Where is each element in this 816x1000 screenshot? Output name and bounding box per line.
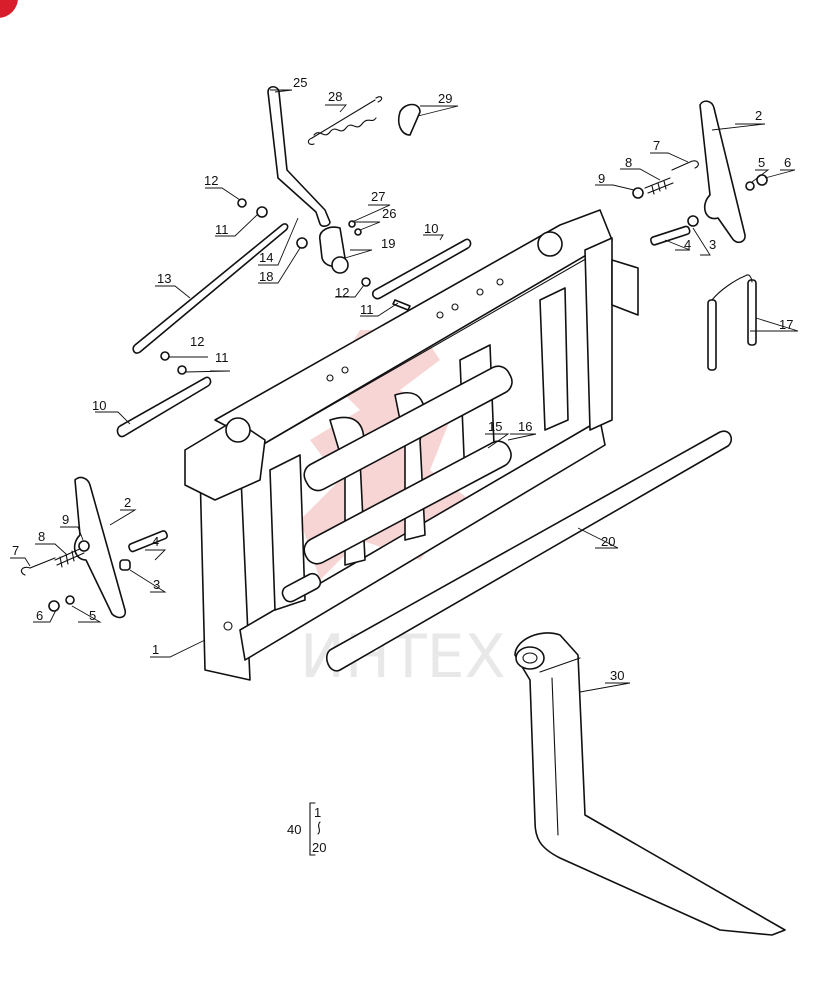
part-19-bracket (296, 220, 362, 274)
callout-2: 2 (755, 108, 762, 123)
callout-17: 17 (779, 317, 793, 332)
callout-26: 26 (382, 206, 396, 221)
callout-5: 5 (758, 155, 765, 170)
callout-10: 10 (92, 398, 106, 413)
callout-2: 2 (124, 495, 131, 510)
callout-labels: 1 2 2 3 3 4 4 5 5 6 6 7 7 8 8 9 9 10 10 … (12, 75, 793, 855)
callout-11: 11 (215, 350, 229, 365)
callout-16: 16 (518, 419, 532, 434)
callout-30: 30 (610, 668, 624, 683)
callout-7: 7 (653, 138, 660, 153)
callout-12: 12 (335, 285, 349, 300)
callout-4: 4 (684, 237, 691, 252)
leader-lines (10, 89, 799, 693)
callout-5: 5 (89, 608, 96, 623)
callout-20: 20 (601, 534, 615, 549)
callout-3: 3 (709, 237, 716, 252)
callout-25: 25 (293, 75, 307, 90)
left-hook-assembly (20, 476, 168, 619)
callout-12: 12 (204, 173, 218, 188)
callout-29: 29 (438, 91, 452, 106)
part-13-bar (132, 198, 289, 354)
callout-11: 11 (215, 222, 229, 237)
callout-13: 13 (157, 271, 171, 286)
callout-8: 8 (625, 155, 632, 170)
callout-9: 9 (598, 171, 605, 186)
callout-10: 10 (424, 221, 438, 236)
callout-27: 27 (371, 189, 385, 204)
corner-badge (0, 0, 18, 18)
callout-11: 11 (360, 302, 374, 317)
callout-3: 3 (153, 577, 160, 592)
right-hook-assembly (632, 100, 768, 246)
callout-15: 15 (488, 419, 502, 434)
part-17-pins (707, 274, 757, 371)
part-10-pins (116, 238, 472, 438)
kit-range-start: 1 (314, 805, 321, 820)
callout-9: 9 (62, 512, 69, 527)
part-20-rod (325, 430, 732, 672)
callout-18: 18 (259, 269, 273, 284)
kit-bracket (309, 802, 321, 856)
callout-6: 6 (784, 155, 791, 170)
callout-1: 1 (152, 642, 159, 657)
part-1-frame (184, 209, 639, 681)
callout-8: 8 (38, 529, 45, 544)
kit-number: 40 (287, 822, 301, 837)
callout-28: 28 (328, 89, 342, 104)
upper-lever-parts (267, 85, 421, 227)
callout-19: 19 (381, 236, 395, 251)
callout-7: 7 (12, 543, 19, 558)
callout-4: 4 (152, 534, 159, 549)
callout-12: 12 (190, 334, 204, 349)
callout-14: 14 (259, 250, 273, 265)
callout-6: 6 (36, 608, 43, 623)
part-30-fork (514, 632, 786, 936)
kit-range-end: 20 (312, 840, 326, 855)
